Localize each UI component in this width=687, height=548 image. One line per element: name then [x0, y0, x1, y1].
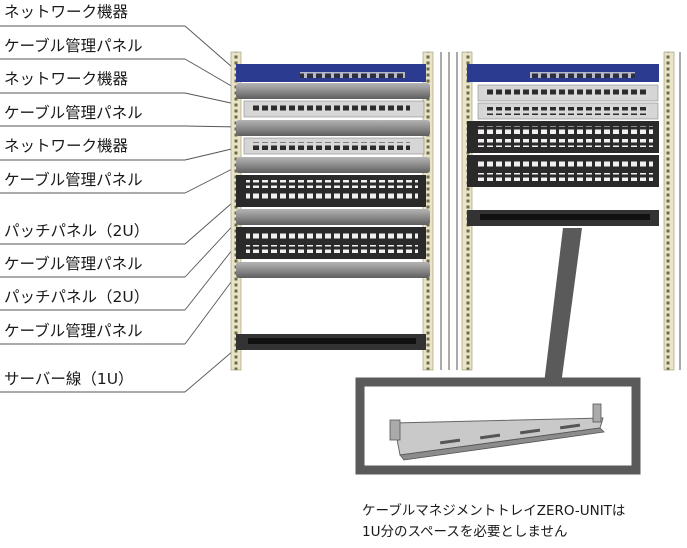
label-cable-panel-5: ケーブル管理パネル	[4, 322, 143, 340]
label-divider-lines	[0, 25, 185, 393]
right-rack	[461, 51, 681, 371]
label-network-device-3: ネットワーク機器	[4, 137, 129, 155]
tray-callout	[355, 228, 641, 475]
label-cable-panel-2: ケーブル管理パネル	[4, 104, 143, 122]
label-cable-panel-3: ケーブル管理パネル	[4, 171, 143, 189]
label-network-device-2: ネットワーク機器	[4, 70, 129, 88]
label-patch-panel-2: パッチパネル（2U）	[4, 288, 150, 306]
label-network-device-1: ネットワーク機器	[4, 3, 129, 21]
label-cable-panel-4: ケーブル管理パネル	[4, 255, 143, 273]
caption-line-1: ケーブルマネジメントトレイZERO-UNITは	[362, 503, 626, 519]
label-patch-panel-1: パッチパネル（2U）	[4, 222, 150, 240]
label-server: サーバー線（1U）	[4, 370, 134, 388]
left-rack	[230, 51, 458, 371]
label-cable-panel-1: ケーブル管理パネル	[4, 37, 143, 55]
caption-line-2: 1U分のスペースを必要としません	[362, 524, 568, 540]
zero-unit-tray-image	[389, 403, 605, 461]
